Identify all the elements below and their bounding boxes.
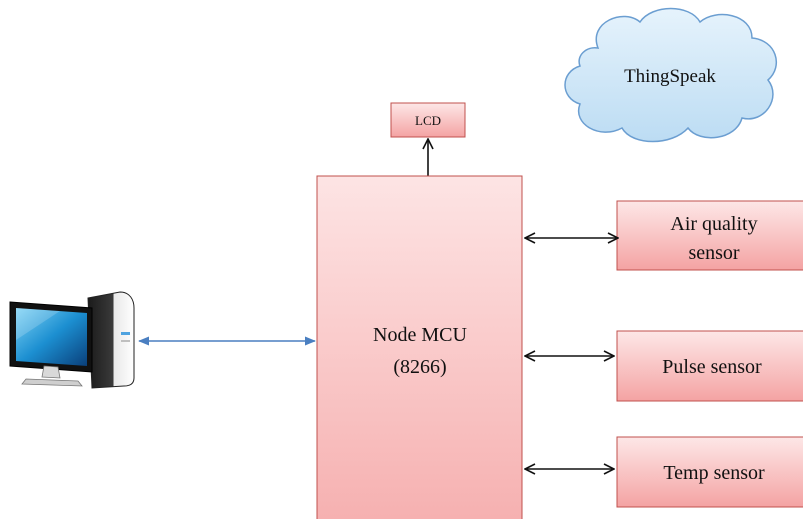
mcu-label-line2: (8266) [393, 356, 446, 378]
cloud-label: ThingSpeak [624, 66, 716, 87]
temp-sensor-label: Temp sensor [663, 462, 765, 484]
lcd-label: LCD [415, 113, 441, 128]
pulse-sensor-label: Pulse sensor [662, 356, 762, 378]
temp-sensor-block: Temp sensor [616, 436, 803, 508]
node-mcu-block: Node MCU (8266) [316, 175, 523, 519]
lcd-block: LCD [390, 102, 466, 138]
air-quality-label-line1: Air quality [670, 213, 757, 235]
pulse-sensor-block: Pulse sensor [616, 330, 803, 402]
mcu-label-line1: Node MCU [373, 324, 467, 346]
thingspeak-cloud: ThingSpeak [564, 7, 778, 143]
cloud-icon [564, 7, 778, 143]
air-quality-label-line2: sensor [688, 242, 739, 264]
air-quality-sensor-block: Air quality sensor [616, 200, 803, 271]
desktop-computer-icon [9, 291, 135, 389]
